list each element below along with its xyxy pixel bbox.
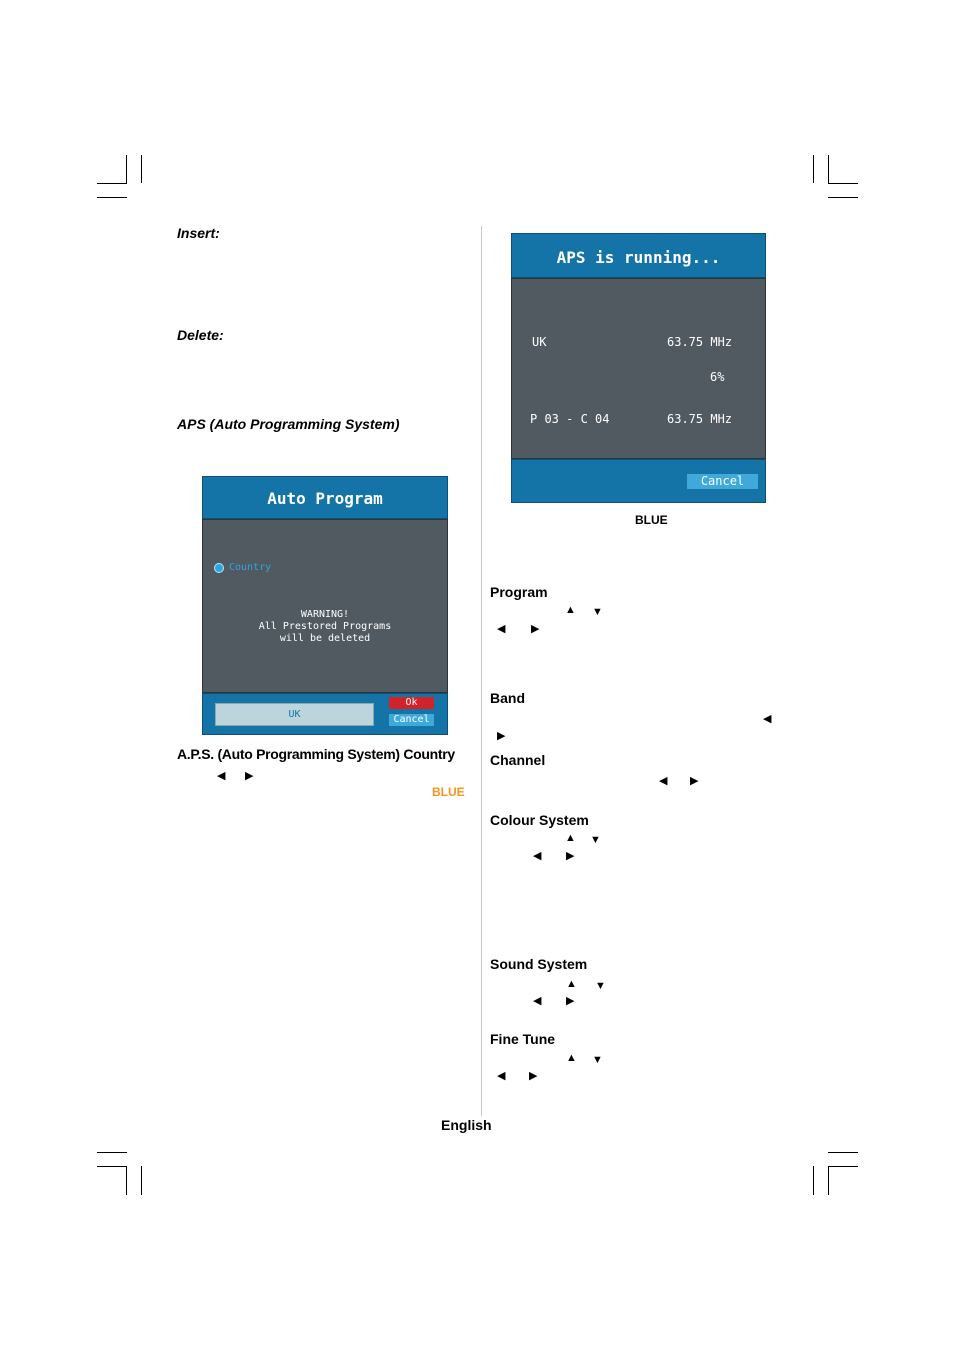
column-divider bbox=[481, 226, 482, 1116]
up-arrow-icon: ▲ bbox=[565, 604, 576, 616]
left-arrow-icon: ◀ bbox=[763, 713, 772, 725]
left-arrow-icon: ◀ bbox=[497, 623, 506, 635]
country-value: UK bbox=[532, 335, 547, 349]
left-arrow-icon: ◀ bbox=[659, 775, 668, 787]
channel-heading: Channel bbox=[490, 752, 546, 768]
blue-label: BLUE bbox=[635, 513, 668, 527]
left-arrow-icon: ◀ bbox=[497, 1070, 506, 1082]
aps-running-title: APS is running... bbox=[511, 233, 766, 278]
cancel-button[interactable]: Cancel bbox=[389, 714, 434, 726]
up-arrow-icon: ▲ bbox=[566, 1052, 577, 1064]
up-arrow-icon: ▲ bbox=[565, 832, 576, 844]
right-arrow-icon: ▶ bbox=[566, 995, 575, 1007]
right-arrow-icon: ▶ bbox=[690, 775, 699, 787]
fine-tune-heading: Fine Tune bbox=[490, 1031, 556, 1047]
country-label: Country bbox=[229, 562, 272, 573]
right-arrow-icon: ▶ bbox=[497, 730, 506, 742]
left-arrow-icon: ◀ bbox=[533, 995, 542, 1007]
down-arrow-icon: ▼ bbox=[590, 834, 601, 846]
footer-language: English bbox=[441, 1117, 492, 1133]
band-heading: Band bbox=[490, 690, 525, 706]
progress-value: 6% bbox=[710, 370, 725, 384]
aps-running-body: UK 63.75 MHz 6% P 03 - C 04 63.75 MHz bbox=[511, 278, 766, 459]
up-arrow-icon: ▲ bbox=[566, 978, 577, 990]
delete-label: Delete: bbox=[177, 327, 224, 343]
auto-program-title: Auto Program bbox=[202, 476, 448, 519]
ok-button[interactable]: Ok bbox=[389, 697, 434, 709]
auto-program-footer: UK Ok Cancel bbox=[202, 693, 448, 735]
country-select[interactable]: UK bbox=[215, 703, 374, 726]
insert-label: Insert: bbox=[177, 225, 220, 241]
auto-program-body: Country WARNING! All Prestored Programs … bbox=[202, 519, 448, 693]
program-channel-value: P 03 - C 04 bbox=[530, 412, 610, 426]
country-icon bbox=[214, 563, 224, 573]
warning-title: WARNING! bbox=[300, 609, 350, 620]
right-arrow-icon: ▶ bbox=[566, 850, 575, 862]
blue-button-label: BLUE bbox=[432, 785, 465, 799]
frequency-value-2: 63.75 MHz bbox=[667, 412, 733, 426]
right-arrow-icon: ▶ bbox=[245, 770, 254, 782]
program-heading: Program bbox=[490, 584, 548, 600]
aps-cancel-button[interactable]: Cancel bbox=[687, 474, 758, 489]
down-arrow-icon: ▼ bbox=[592, 1054, 603, 1066]
down-arrow-icon: ▼ bbox=[595, 980, 606, 992]
left-arrow-icon: ◀ bbox=[217, 770, 226, 782]
right-arrow-icon: ▶ bbox=[531, 623, 540, 635]
right-arrow-icon: ▶ bbox=[529, 1070, 538, 1082]
sound-system-heading: Sound System bbox=[490, 956, 588, 972]
warning-line-2: All Prestored Programs bbox=[258, 621, 392, 632]
aps-heading: APS (Auto Programming System) bbox=[177, 416, 400, 432]
frequency-value: 63.75 MHz bbox=[667, 335, 733, 349]
warning-line-3: will be deleted bbox=[279, 633, 371, 644]
left-arrow-icon: ◀ bbox=[533, 850, 542, 862]
colour-system-heading: Colour System bbox=[490, 812, 589, 828]
down-arrow-icon: ▼ bbox=[592, 606, 603, 618]
aps-running-footer: Cancel bbox=[511, 459, 766, 503]
aps-country-heading: A.P.S. (Auto Programming System) Country bbox=[177, 746, 455, 762]
